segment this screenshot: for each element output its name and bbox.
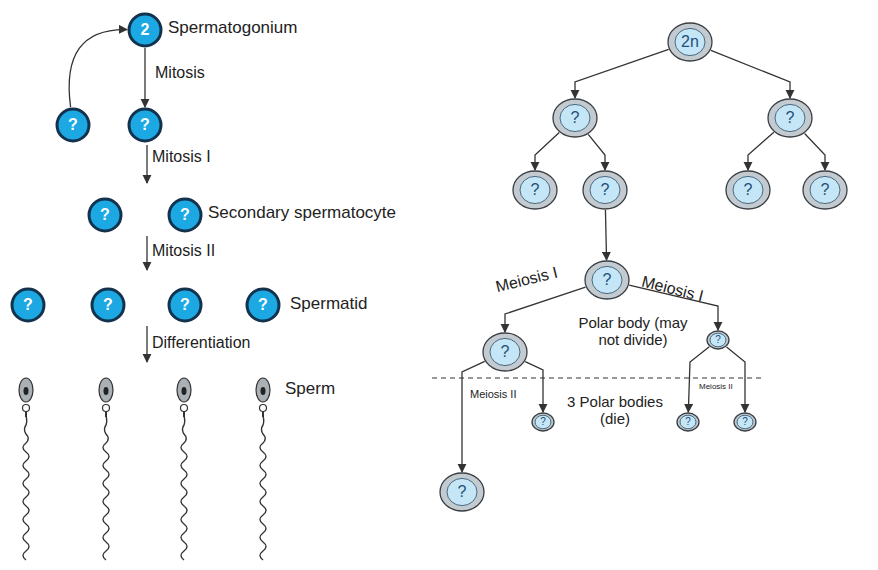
- egg-cell-circle: ?: [767, 98, 813, 138]
- sperm-cell-circle: ?: [10, 287, 46, 323]
- sperm-cell-circle: ?: [127, 107, 163, 143]
- division-arrow: [711, 50, 790, 98]
- cell-label: ?: [501, 344, 510, 360]
- egg-cell-circle: 2n: [667, 22, 713, 62]
- sperm-cell-circle: 2: [127, 12, 163, 48]
- cell-label: ?: [100, 207, 110, 223]
- cell-label: ?: [715, 335, 721, 345]
- cell-label: ?: [685, 417, 691, 427]
- cell-label: ?: [531, 182, 540, 198]
- sperm-cell-circle: ?: [245, 287, 281, 323]
- cell-label: ?: [140, 117, 150, 133]
- dashed-divider: [432, 377, 762, 378]
- division-label: Mitosis: [153, 64, 207, 82]
- cell-label: 2n: [681, 34, 699, 50]
- egg-cell-circle: ?: [531, 412, 555, 432]
- cell-label: ?: [180, 207, 190, 223]
- egg-cell-circle: ?: [584, 260, 630, 300]
- division-label: Meiosis II: [697, 383, 735, 392]
- division-arrow: [535, 133, 559, 170]
- stage-label: Spermatid: [290, 295, 367, 314]
- egg-cell-circle: ?: [439, 472, 485, 512]
- sperm-cell-circle: ?: [90, 287, 126, 323]
- egg-cell-circle: ?: [482, 332, 528, 372]
- cell-label: ?: [103, 297, 113, 313]
- division-arrow: [505, 287, 586, 332]
- cell-label: ?: [540, 417, 546, 427]
- sperm-cell-circle: ?: [87, 197, 123, 233]
- egg-cell-circle: ?: [512, 170, 558, 210]
- cell-label: ?: [180, 297, 190, 313]
- sperm-cell-circle: ?: [167, 197, 203, 233]
- division-arrow: [69, 30, 127, 108]
- cell-label: ?: [601, 182, 610, 198]
- division-arrow: [588, 134, 605, 170]
- note-label: 3 Polar bodies (die): [555, 394, 675, 427]
- sperm-cell-circle: ?: [167, 287, 203, 323]
- cell-label: 2: [141, 22, 150, 38]
- division-label: Meiosis II: [468, 388, 518, 400]
- cell-label: ?: [742, 417, 748, 427]
- note-label: Polar body (may not divide): [568, 315, 698, 348]
- egg-cell-circle: ?: [552, 98, 598, 138]
- division-arrow: [727, 347, 745, 412]
- division-arrow: [605, 210, 606, 260]
- cell-label: ?: [571, 110, 580, 126]
- cell-label: ?: [744, 182, 753, 198]
- division-label: Meiosis I: [492, 263, 561, 296]
- egg-cell-circle: ?: [725, 170, 771, 210]
- egg-cell-circle: ?: [676, 412, 700, 432]
- cell-label: ?: [821, 182, 830, 198]
- division-arrow: [748, 132, 774, 170]
- cell-label: ?: [458, 484, 467, 500]
- sperm-cell-circle: ?: [55, 107, 91, 143]
- egg-cell-circle: ?: [582, 170, 628, 210]
- stage-label: Sperm: [285, 380, 335, 399]
- stage-label: Differentiation: [152, 334, 250, 352]
- stage-label: Secondary spermatocyte: [208, 204, 396, 223]
- division-arrow: [575, 49, 669, 98]
- cell-label: ?: [68, 117, 78, 133]
- egg-cell-circle: ?: [733, 412, 757, 432]
- division-arrow: [462, 361, 485, 472]
- cell-label: ?: [603, 272, 612, 288]
- division-label: Meiosis I: [638, 272, 707, 305]
- cell-label: ?: [258, 297, 268, 313]
- stage-label: Mitosis I: [152, 148, 211, 166]
- division-arrow: [805, 133, 825, 170]
- stage-label: Spermatogonium: [168, 19, 297, 38]
- sperm-cells: [19, 378, 270, 560]
- division-arrow: [688, 347, 709, 412]
- stage-label: Mitosis II: [152, 242, 215, 260]
- egg-cell-circle: ?: [802, 170, 848, 210]
- cell-label: ?: [786, 110, 795, 126]
- division-arrow: [144, 48, 145, 107]
- division-arrow: [525, 362, 543, 412]
- cell-label: ?: [23, 297, 33, 313]
- egg-cell-circle: ?: [706, 330, 730, 350]
- stage-arrows: [146, 145, 147, 362]
